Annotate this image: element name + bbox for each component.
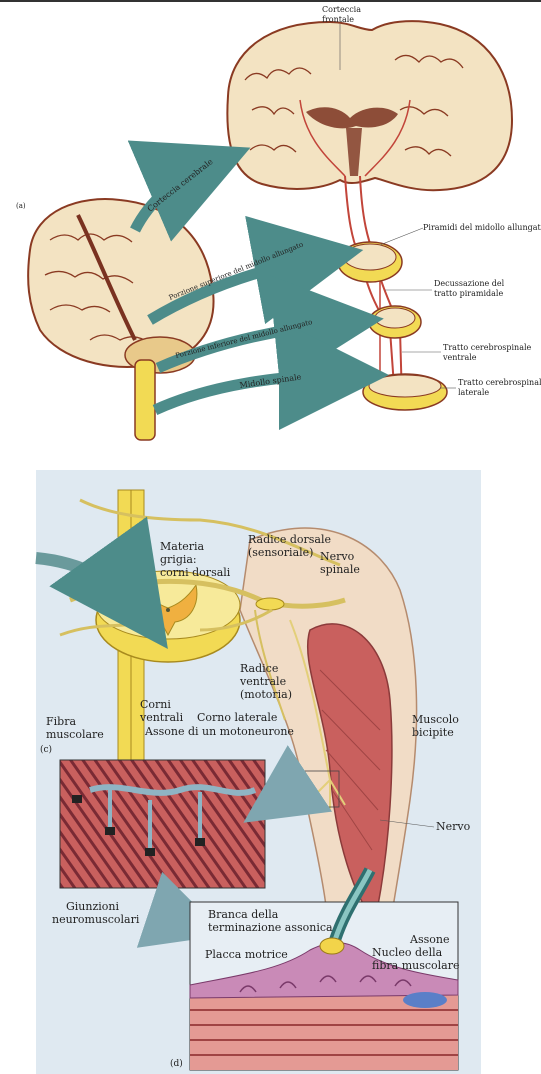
corticospinal-pathway-panel: Corteccia cerebrale Porzione superiore d…: [0, 0, 541, 452]
panel-letter-c: (c): [40, 744, 52, 755]
label-corteccia-frontale-1: Corteccia: [322, 5, 361, 14]
label-nucleo-1: Nucleo della: [372, 946, 443, 959]
label-materia-2: grigia:: [160, 553, 197, 566]
neuromuscular-panel: Materia grigia: corni dorsali Radice dor…: [0, 470, 541, 1074]
label-radice-ventrale-3: (motoria): [240, 688, 292, 701]
junction-4: [105, 827, 115, 835]
label-assone: Assone: [409, 933, 449, 946]
label-radice-dorsale-1: Radice dorsale: [248, 533, 331, 546]
label-decussazione-2: tratto piramidale: [434, 289, 503, 298]
label-materia-1: Materia: [160, 540, 205, 553]
brainstem: [135, 360, 155, 440]
label-fibra-1: Fibra: [46, 715, 76, 728]
muscle-nucleus: [403, 992, 447, 1008]
corticospinal-diagram: Corteccia cerebrale Porzione superiore d…: [0, 0, 541, 452]
label-placca: Placca motrice: [205, 948, 288, 961]
label-tratto-laterale-2: laterale: [458, 388, 489, 397]
spinal-cord-section: [363, 374, 447, 410]
lateral-brain: [28, 199, 213, 440]
muscle-fiber-inset: [60, 760, 265, 888]
label-muscolo-2: bicipite: [412, 726, 454, 739]
label-nervo: Nervo: [436, 820, 471, 833]
label-branca-2: terminazione assonica: [208, 921, 333, 934]
coronal-brain-section: [227, 21, 512, 190]
label-branca-1: Branca della: [208, 908, 279, 921]
label-piramidi: Piramidi del midollo allungato: [423, 223, 541, 232]
label-materia-3: corni dorsali: [160, 566, 231, 579]
label-tratto-ventrale-2: ventrale: [442, 353, 477, 362]
label-radice-dorsale-2: (sensoriale): [248, 546, 313, 559]
label-giunzioni-2: neuromuscolari: [52, 913, 140, 926]
label-tratto-ventrale-1: Tratto cerebrospinale: [443, 343, 532, 352]
neuromuscular-diagram: Materia grigia: corni dorsali Radice dor…: [0, 470, 541, 1074]
label-decussazione-1: Decussazione del: [434, 279, 505, 288]
label-fibra-2: muscolare: [46, 728, 104, 741]
label-corteccia-frontale-2: frontale: [322, 15, 354, 24]
label-muscolo-1: Muscolo: [412, 713, 459, 726]
label-giunzioni-1: Giunzioni: [66, 900, 119, 913]
label-radice-ventrale-1: Radice: [240, 662, 278, 675]
label-nervo-spinale-1: Nervo: [320, 550, 355, 563]
dorsal-root-ganglion: [256, 598, 284, 610]
medulla-lower-section: [369, 306, 421, 338]
label-assone-motoneurone: Assone di un motoneurone: [144, 725, 294, 738]
panel-letter-a: (a): [16, 202, 26, 210]
label-nucleo-2: fibra muscolare: [372, 959, 459, 972]
label-corni-ventrali-1: Corni: [140, 698, 171, 711]
junction-1: [72, 795, 82, 803]
pyramidal-tracts: [345, 176, 402, 402]
top-border: [0, 0, 541, 2]
panel-letter-d: (d): [170, 1058, 183, 1069]
label-corni-ventrali-2: ventrali: [139, 711, 184, 724]
label-corno-laterale: Corno laterale: [197, 711, 277, 724]
label-radice-ventrale-2: ventrale: [239, 675, 286, 688]
label-arrow-1: Corteccia cerebrale: [146, 157, 215, 214]
medulla-upper-section: [338, 242, 402, 282]
junction-3: [195, 838, 205, 846]
junction-2: [145, 848, 155, 856]
label-tratto-laterale-1: Tratto cerebrospinale: [458, 378, 541, 387]
label-nervo-spinale-2: spinale: [320, 563, 360, 576]
